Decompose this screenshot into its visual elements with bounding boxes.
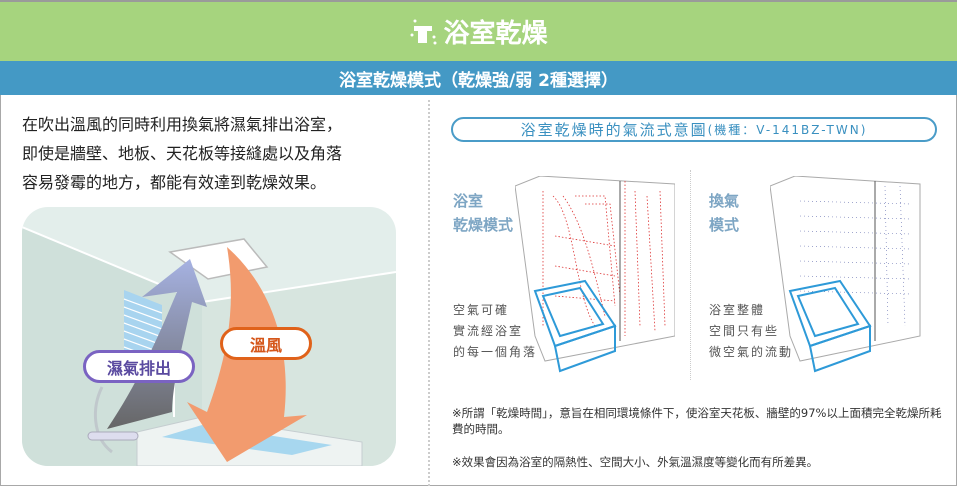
exhaust-label: 濕氣排出 xyxy=(83,350,195,383)
bathroom-scene xyxy=(22,226,396,466)
mode-line: 乾燥模式 xyxy=(453,216,514,234)
intro-line: 容易發霉的地方，都能有效達到乾燥效果。 xyxy=(22,173,327,192)
drying-mode-caption: 空氣可確 實流經浴室 的每一個角落 xyxy=(453,300,537,363)
drying-mode-label: 浴室 乾燥模式 xyxy=(453,189,513,237)
mode-line: 模式 xyxy=(709,216,740,234)
header: 浴室乾燥 xyxy=(0,0,957,61)
section-title: 浴室乾燥模式（乾燥強/弱 2種選擇） xyxy=(0,61,957,95)
effect-note: ※效果會因為浴室的隔熱性、空間大小、外氣溫濕度等變化而有所差異。 xyxy=(452,455,819,469)
mode-line: 換氣 xyxy=(709,192,740,210)
caption-line: 微空氣的流動 xyxy=(709,345,794,359)
caption-line: 空間只有些 xyxy=(709,324,780,338)
warm-air-label: 溫風 xyxy=(220,327,312,360)
ventilation-mode-airflow-diagram xyxy=(770,176,921,373)
model-number: (機種：V-141BZ-TWN) xyxy=(707,123,868,137)
airflow-title: 浴室乾燥時的氣流式意圖(機種：V-141BZ-TWN) xyxy=(451,117,937,142)
intro-line: 在吹出溫風的同時利用換氣將濕氣排出浴室， xyxy=(22,115,343,134)
exhaust-arrow xyxy=(107,259,207,429)
header-title: 浴室乾燥 xyxy=(443,19,548,49)
bathroom-illustration: 濕氣排出 溫風 xyxy=(22,207,396,466)
ventilation-fan-sparkle-icon xyxy=(410,19,437,44)
mode-line: 浴室 xyxy=(453,192,484,210)
faucet xyxy=(87,431,139,441)
caption-line: 實流經浴室 xyxy=(453,324,524,338)
shower-hose xyxy=(93,386,113,454)
caption-line: 的每一個角落 xyxy=(453,345,538,359)
intro-line: 即使是牆壁、地板、天花板等接縫處以及角落 xyxy=(22,144,343,163)
airflow-title-text: 浴室乾燥時的氣流式意圖 xyxy=(520,121,708,139)
intro-text: 在吹出溫風的同時利用換氣將濕氣排出浴室， 即使是牆壁、地板、天花板等接縫處以及角… xyxy=(22,110,412,197)
caption-line: 浴室整體 xyxy=(709,303,766,317)
diagram-divider xyxy=(690,170,691,380)
drying-time-note: ※所謂「乾燥時間」，意旨在相同環境條件下，使浴室天花板、牆壁的97%以上面積完全… xyxy=(452,406,942,436)
divider xyxy=(428,100,430,486)
ventilation-mode-caption: 浴室整體 空間只有些 微空氣的流動 xyxy=(709,300,793,363)
window xyxy=(123,290,163,367)
drying-mode-airflow-diagram xyxy=(515,176,675,373)
ventilation-mode-label: 換氣 模式 xyxy=(709,189,739,237)
caption-line: 空氣可確 xyxy=(453,303,510,317)
